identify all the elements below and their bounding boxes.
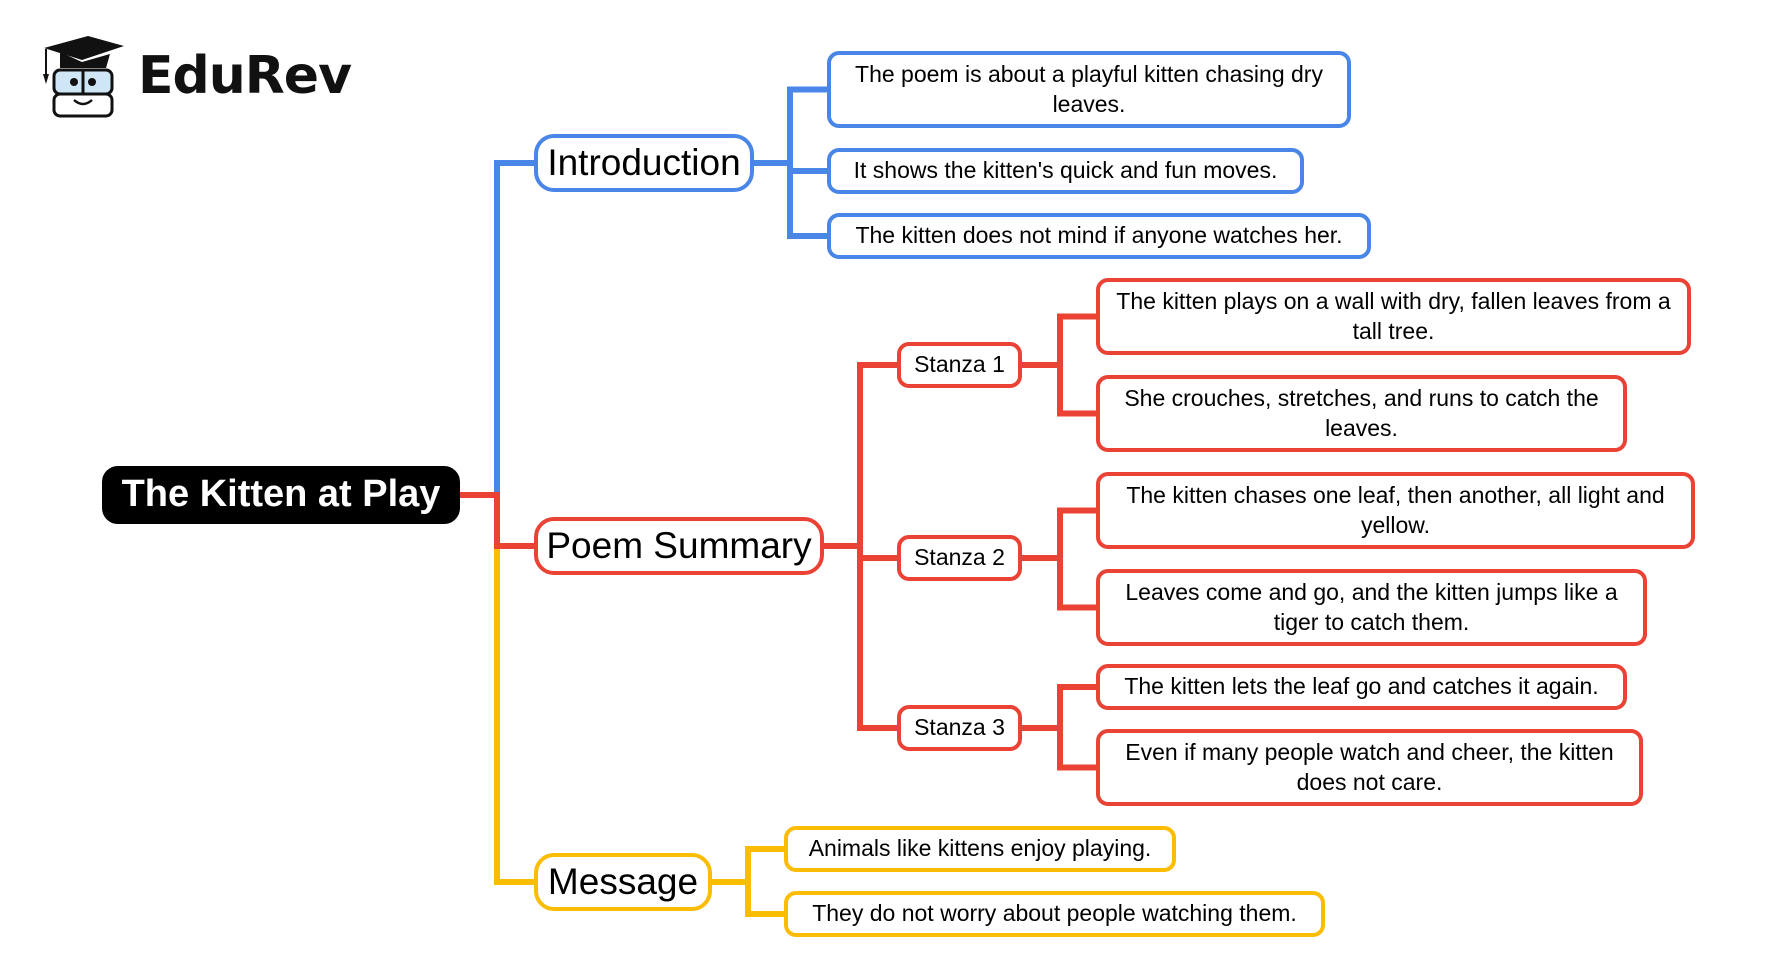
intro-point[interactable]: It shows the kitten's quick and fun move… <box>827 148 1304 194</box>
intro-point[interactable]: The poem is about a playful kitten chasi… <box>827 51 1351 128</box>
intro-point-text: The kitten does not mind if anyone watch… <box>855 222 1343 249</box>
stanza-label: Stanza 3 <box>914 714 1005 741</box>
branch-message[interactable]: Message <box>534 853 712 911</box>
stanza-1[interactable]: Stanza 1 <box>897 342 1022 388</box>
stanza-point[interactable]: Leaves come and go, and the kitten jumps… <box>1096 569 1647 646</box>
connector-stanza-point <box>1022 725 1096 771</box>
stanza-2[interactable]: Stanza 2 <box>897 535 1022 581</box>
root-node[interactable]: The Kitten at Play <box>102 466 460 524</box>
intro-point-text: The poem is about a playful kitten chasi… <box>855 60 1323 117</box>
message-point-text: Animals like kittens enjoy playing. <box>808 835 1152 862</box>
branch-label: Message <box>547 860 699 902</box>
stanza-point[interactable]: The kitten plays on a wall with dry, fal… <box>1096 278 1691 355</box>
connector-stanza-point <box>1022 362 1096 417</box>
root-label: The Kitten at Play <box>121 473 441 516</box>
connector-summary-stanza <box>824 362 897 549</box>
branch-introduction[interactable]: Introduction <box>534 134 754 192</box>
stanza-point-text: She crouches, stretches, and runs to cat… <box>1124 384 1599 441</box>
stanza-point[interactable]: Even if many people watch and cheer, the… <box>1096 729 1643 806</box>
branch-label: Introduction <box>547 141 741 183</box>
message-point[interactable]: They do not worry about people watching … <box>784 891 1325 937</box>
connector-stanza-point <box>1022 507 1096 561</box>
intro-point-text: It shows the kitten's quick and fun move… <box>853 157 1278 184</box>
connector-introduction-point <box>754 160 827 239</box>
intro-point[interactable]: The kitten does not mind if anyone watch… <box>827 213 1371 259</box>
stanza-point-text: Even if many people watch and cheer, the… <box>1125 738 1614 795</box>
edurev-logo: EduRev <box>36 34 352 118</box>
stanza-point[interactable]: The kitten chases one leaf, then another… <box>1096 472 1695 549</box>
graduation-cap-mascot-icon <box>43 36 124 118</box>
connector-introduction-point <box>754 86 827 166</box>
connector-message-point <box>712 846 784 885</box>
connector-stanza-point <box>1022 555 1096 611</box>
connector-root-introduction <box>460 160 534 498</box>
connector-root-poem-summary <box>460 492 534 549</box>
message-point[interactable]: Animals like kittens enjoy playing. <box>784 826 1176 872</box>
stanza-point-text: Leaves come and go, and the kitten jumps… <box>1125 578 1618 635</box>
connector-stanza-point <box>1022 313 1096 368</box>
stanza-3[interactable]: Stanza 3 <box>897 705 1022 751</box>
connector-message-point <box>712 879 784 917</box>
connector-root-message <box>460 492 534 885</box>
stanza-point-text: The kitten plays on a wall with dry, fal… <box>1116 287 1671 344</box>
stanza-point[interactable]: She crouches, stretches, and runs to cat… <box>1096 375 1627 452</box>
brand-name: EduRev <box>138 46 352 106</box>
stanza-label: Stanza 2 <box>914 544 1005 571</box>
stanza-label: Stanza 1 <box>914 351 1005 378</box>
connector-summary-stanza <box>824 543 897 731</box>
stanza-point-text: The kitten lets the leaf go and catches … <box>1124 673 1599 700</box>
connector-stanza-point <box>1022 684 1096 731</box>
message-point-text: They do not worry about people watching … <box>812 900 1297 927</box>
stanza-point-text: The kitten chases one leaf, then another… <box>1126 481 1665 538</box>
branch-label: Poem Summary <box>546 524 812 566</box>
branch-poem-summary[interactable]: Poem Summary <box>534 517 824 575</box>
stanza-point[interactable]: The kitten lets the leaf go and catches … <box>1096 664 1627 710</box>
